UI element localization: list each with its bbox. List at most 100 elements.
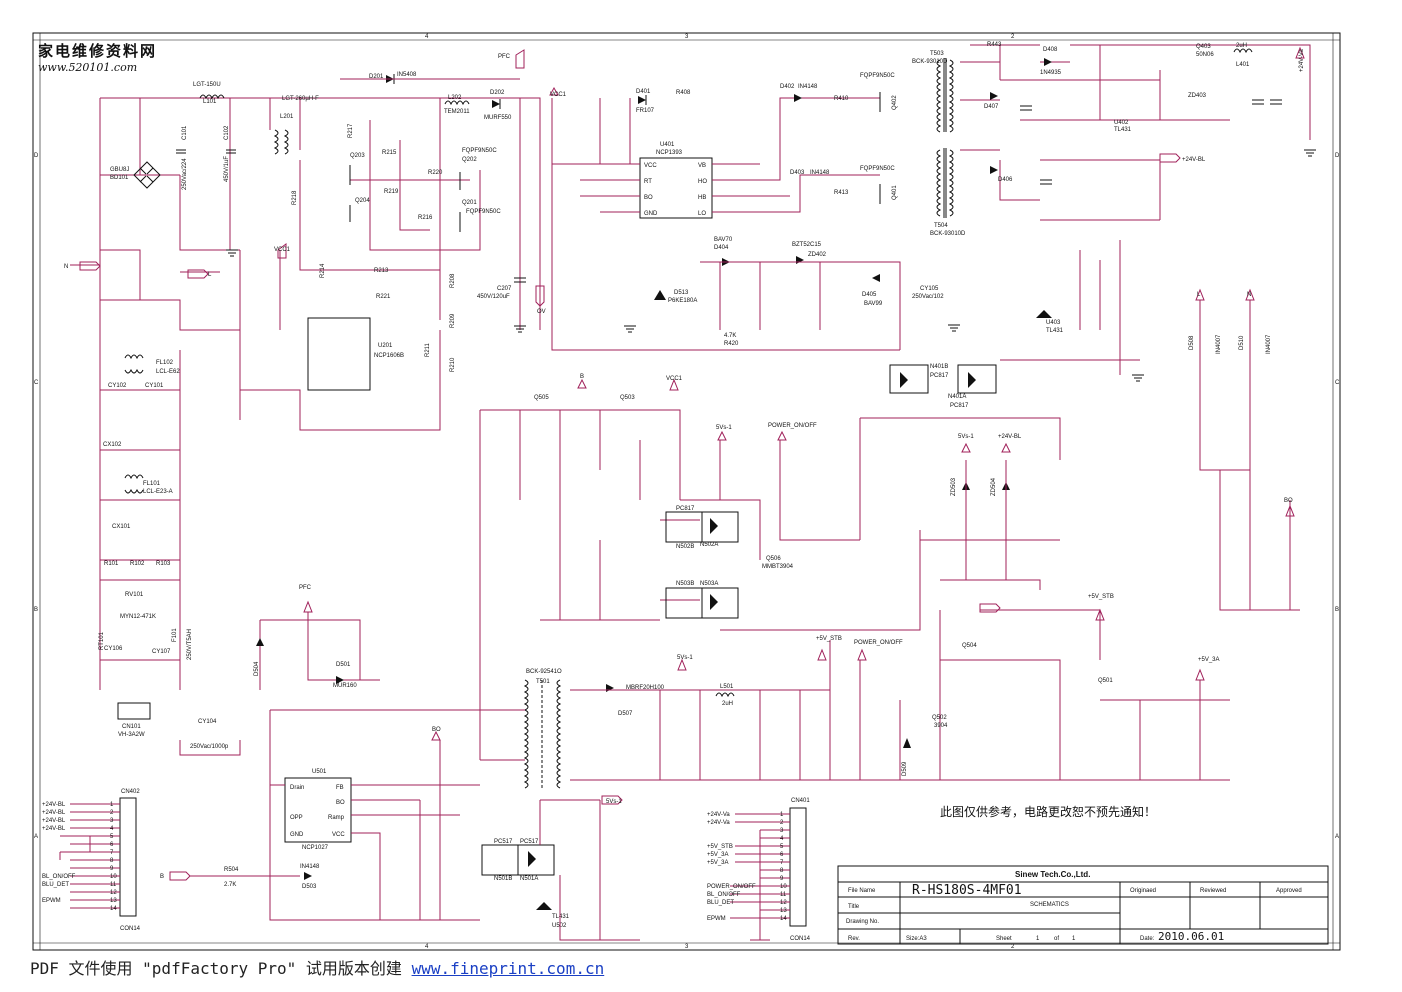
cn401-pin-number: 14 bbox=[780, 916, 787, 922]
r217-ref: R217 bbox=[348, 123, 354, 138]
d503-ref: D503 bbox=[302, 884, 317, 890]
l201-part: LGT-260µH-F bbox=[282, 96, 319, 102]
d509-ref: D509 bbox=[902, 761, 908, 776]
svg-text:A: A bbox=[1335, 834, 1339, 840]
svg-text:HO: HO bbox=[698, 179, 707, 185]
r504-ref: R504 bbox=[224, 867, 239, 873]
out-5v-3a: +5V_3A bbox=[1198, 657, 1220, 663]
r420-ref: R420 bbox=[724, 341, 739, 347]
r103-ref: R103 bbox=[156, 561, 171, 567]
cy106-ref: CY106 bbox=[104, 646, 123, 652]
n502a-ref: N502A bbox=[700, 542, 718, 548]
fl101-part: LCL-E23-A bbox=[143, 489, 173, 495]
l401-value: 2uH bbox=[1236, 43, 1247, 49]
t501-part: BCK-92541O bbox=[526, 669, 562, 675]
t504-part: BCK-93010D bbox=[930, 231, 966, 237]
notice-text: 此图仅供参考，电路更改恕不预先通知！ bbox=[940, 805, 1157, 819]
cx102-ref: CX102 bbox=[103, 442, 122, 448]
tb-drawing-no-label: Drawing No. bbox=[846, 919, 879, 925]
cn402-pin-number: 8 bbox=[110, 858, 114, 864]
r208-ref: R208 bbox=[450, 273, 456, 288]
r218-ref: R218 bbox=[292, 190, 298, 205]
connector-cn402: CN402 CON14 1+24V-BL2+24V-BL3+24V-BL4+24… bbox=[42, 789, 141, 932]
u502-part: TL431 bbox=[552, 914, 570, 920]
r215-ref: R215 bbox=[382, 150, 397, 156]
u501-part: NCP1027 bbox=[302, 845, 329, 851]
zd403-ref: ZD403 bbox=[1188, 93, 1207, 99]
q403-part: 50N06 bbox=[1196, 52, 1214, 58]
cn101-part: VH-3A2W bbox=[118, 732, 145, 738]
cy104-ref: CY104 bbox=[198, 719, 217, 725]
svg-text:LO: LO bbox=[698, 211, 706, 217]
cx101-ref: CX101 bbox=[112, 524, 131, 530]
svg-text:VCC: VCC bbox=[644, 163, 657, 169]
q506-part: MMBT3904 bbox=[762, 564, 794, 570]
u201-part: NCP1606B bbox=[374, 353, 404, 359]
r101-ref: R101 bbox=[104, 561, 119, 567]
five-volt-section: +5V_STB POWER_ON/OFF Q504 Q502 3904 Q501… bbox=[816, 594, 1230, 780]
tb-date-label: Date: bbox=[1140, 936, 1155, 942]
n401b-part: PC817 bbox=[930, 373, 949, 379]
vs1-flag-c: 5Vs-1 bbox=[677, 655, 693, 661]
tb-size: Size:A3 bbox=[906, 936, 927, 942]
svg-text:4: 4 bbox=[425, 944, 429, 950]
bo-flag-b: BO bbox=[432, 727, 441, 733]
svg-text:Drain: Drain bbox=[290, 785, 304, 791]
d501-ref: D501 bbox=[336, 662, 351, 668]
n502b-ref: N502B bbox=[676, 544, 694, 550]
d501-part: MUR160 bbox=[333, 683, 357, 689]
u402-part: TL431 bbox=[1114, 127, 1132, 133]
zd402-part: BZT52C15 bbox=[792, 242, 822, 248]
d406-ref: D406 bbox=[998, 177, 1013, 183]
cn402-pin-number: 1 bbox=[110, 802, 114, 808]
svg-text:B: B bbox=[1335, 607, 1339, 613]
t503-part: BCK-93010D bbox=[912, 59, 948, 65]
d508-part: IN4007 bbox=[1216, 334, 1222, 354]
r216-ref: R216 bbox=[418, 215, 433, 221]
n401a-ref: N401A bbox=[948, 394, 966, 400]
q504-ref: Q504 bbox=[962, 643, 977, 649]
svg-text:VB: VB bbox=[698, 163, 706, 169]
vcc1-flag-a: VCC1 bbox=[274, 247, 291, 253]
n401b-ref: N401B bbox=[930, 364, 948, 370]
zone-row-b: B bbox=[34, 607, 38, 613]
tb-originated: Originaed bbox=[1130, 888, 1156, 894]
tb-reviewed: Reviewed bbox=[1200, 888, 1226, 894]
b-flag-a: B bbox=[580, 374, 584, 380]
f101-ref: F101 bbox=[172, 628, 178, 642]
tb-date: 2010.06.01 bbox=[1158, 930, 1224, 943]
q502-part: 3904 bbox=[934, 723, 948, 729]
footer-link[interactable]: www.fineprint.com.cn bbox=[411, 959, 605, 978]
svg-text:3: 3 bbox=[685, 944, 689, 950]
tb-file-name: R-HS180S-4MF01 bbox=[912, 883, 1022, 898]
cn401-pin-number: 1 bbox=[780, 812, 784, 818]
pfc-flag-top: PFC bbox=[498, 54, 511, 60]
cn401-pin-label: EPWM bbox=[707, 916, 726, 922]
cy104-value: 250Vac/1000p bbox=[190, 744, 229, 750]
cy101-ref: CY101 bbox=[145, 383, 164, 389]
llc-controller-section: U401 NCP1393 VCC RT BO GND VB HO HB LO D… bbox=[549, 73, 997, 409]
n503b-ref: N503B bbox=[676, 581, 694, 587]
cn402-pin-labels: 1+24V-BL2+24V-BL3+24V-BL4+24V-BL5678910B… bbox=[42, 802, 117, 912]
d401-ref: D401 bbox=[636, 89, 651, 95]
out-24v-bl-top: +24V-BL bbox=[1182, 157, 1206, 163]
d405-part: BAV99 bbox=[864, 301, 883, 307]
llc-output-section: T503 BCK-93010D T504 BCK-93010D R443 D40… bbox=[912, 42, 1316, 382]
zone-col-4: 4 bbox=[425, 34, 429, 40]
r209-ref: R209 bbox=[450, 313, 456, 328]
n-input-flag: N bbox=[64, 264, 68, 270]
r408-ref: R408 bbox=[676, 90, 691, 96]
svg-text:BO: BO bbox=[644, 195, 653, 201]
r410-ref: R410 bbox=[834, 96, 849, 102]
cn402-pin-label: EPWM bbox=[42, 898, 61, 904]
d508-ref: D508 bbox=[1189, 335, 1195, 350]
l202-ref: L202 bbox=[448, 95, 462, 101]
cn402-pin-number: 10 bbox=[110, 874, 117, 880]
zd504-ref: ZD504 bbox=[991, 477, 997, 496]
tb-file-name-label: File Name bbox=[848, 888, 876, 894]
svg-text:RT: RT bbox=[644, 179, 652, 185]
cn402-pin-number: 3 bbox=[110, 818, 114, 824]
l-flag-right: L bbox=[1197, 292, 1201, 298]
r221-ref: R221 bbox=[376, 294, 391, 300]
t504-ref: T504 bbox=[934, 223, 948, 229]
